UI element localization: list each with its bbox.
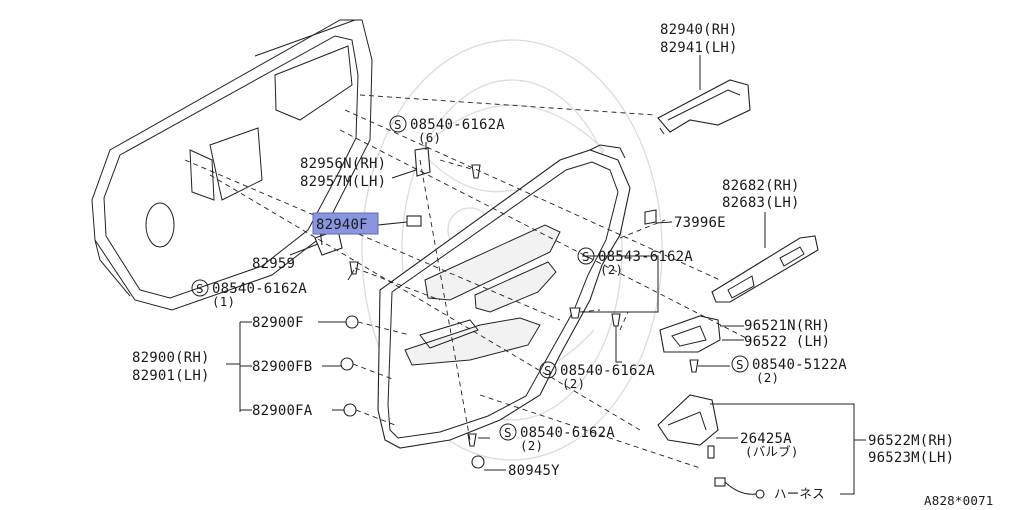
screw-symbol-mid: S xyxy=(539,361,557,379)
label-82900f: 82900F xyxy=(252,315,304,331)
screw-symbol-08543: S xyxy=(577,247,595,265)
label-80945y: 80945Y xyxy=(508,463,560,479)
label-qty-left: (1) xyxy=(212,294,235,309)
screw-bottom xyxy=(467,433,477,447)
door-trim-main xyxy=(377,144,631,449)
clip-82900fb xyxy=(340,357,354,371)
harness-plug xyxy=(755,489,765,499)
screw-top xyxy=(471,164,481,179)
label-82900-rh: 82900(RH) xyxy=(132,350,210,366)
screw-08543 xyxy=(569,307,581,319)
screw-5122a xyxy=(689,359,699,373)
label-08540-6162a-mid: 08540-6162A xyxy=(560,363,655,379)
clip-82900f xyxy=(345,315,359,329)
switch-bezel-82682 xyxy=(711,235,819,303)
harness-connector xyxy=(714,477,726,487)
label-82959: 82959 xyxy=(252,256,295,272)
label-96521n: 96521N(RH) xyxy=(744,318,830,334)
label-08540-6162a-left: 08540-6162A xyxy=(212,281,307,297)
label-82957m: 82957M(LH) xyxy=(300,174,386,190)
grommet-80945y xyxy=(471,455,485,469)
cap-73996e xyxy=(644,209,657,225)
label-08540-6162a-bottom: 08540-6162A xyxy=(520,425,615,441)
screw-symbol-text: S xyxy=(504,425,512,440)
label-26425a-sub: (バルブ) xyxy=(745,444,799,459)
clip-82940f xyxy=(406,215,422,227)
assembly-lines xyxy=(184,94,751,469)
label-harness: ハーネス xyxy=(774,486,825,501)
label-82683-lh: 82683(LH) xyxy=(722,195,800,211)
label-96522m: 96522M(RH) xyxy=(868,433,954,449)
bulb-26425a xyxy=(707,445,715,459)
leader-lines xyxy=(226,55,866,495)
lamp-housing-96522m xyxy=(657,394,719,446)
label-82682-rh: 82682(RH) xyxy=(722,178,800,194)
label-82956n: 82956N(RH) xyxy=(300,156,386,172)
bracket-82956n xyxy=(414,147,431,177)
screw-symbol-text: S xyxy=(196,281,204,296)
label-82940f: 82940F xyxy=(316,217,368,233)
screw-symbol-left: S xyxy=(191,279,209,297)
label-82941-lh: 82941(LH) xyxy=(660,40,738,56)
label-26425a: 26425A xyxy=(740,431,792,447)
label-qty-bottom: (2) xyxy=(520,438,543,453)
screw-symbol-top: S xyxy=(389,115,407,133)
label-82901-lh: 82901(LH) xyxy=(132,368,210,384)
label-08543-6162a: 08543-6162A xyxy=(598,249,693,265)
highlight-box xyxy=(312,212,379,235)
screw-symbol-5122a: S xyxy=(731,355,749,373)
label-qty-top: (6) xyxy=(418,130,441,145)
pocket-96521n xyxy=(659,315,721,353)
label-qty-08543: (2) xyxy=(600,262,623,277)
screw-symbol-text: S xyxy=(544,363,552,378)
part-labels: 82940(RH) 82941(LH) 08540-6162A (6) 8295… xyxy=(132,22,994,508)
label-82940-rh: 82940(RH) xyxy=(660,22,738,38)
screw-symbol-text: S xyxy=(736,357,744,372)
small-parts xyxy=(314,147,765,499)
label-73996e: 73996E xyxy=(674,215,726,231)
label-96523m: 96523M(LH) xyxy=(868,450,954,466)
clip-82900fa xyxy=(343,403,357,417)
armrest-trim-82940 xyxy=(657,79,751,135)
label-08540-5122a: 08540-5122A xyxy=(752,357,847,373)
screw-symbol-text: S xyxy=(394,117,402,132)
diagram-code: A828*0071 xyxy=(924,493,994,508)
label-96522: 96522 (LH) xyxy=(744,334,830,350)
screw-mid xyxy=(611,313,621,327)
screw-left xyxy=(349,261,359,275)
label-82900fb: 82900FB xyxy=(252,359,312,375)
label-08540-6162a-top: 08540-6162A xyxy=(410,117,505,133)
label-qty-mid: (2) xyxy=(562,376,585,391)
screw-symbol-text: S xyxy=(582,249,590,264)
label-82900fa: 82900FA xyxy=(252,403,313,419)
screw-symbol-bottom: S xyxy=(499,423,517,441)
label-qty-5122a: (2) xyxy=(756,370,779,385)
